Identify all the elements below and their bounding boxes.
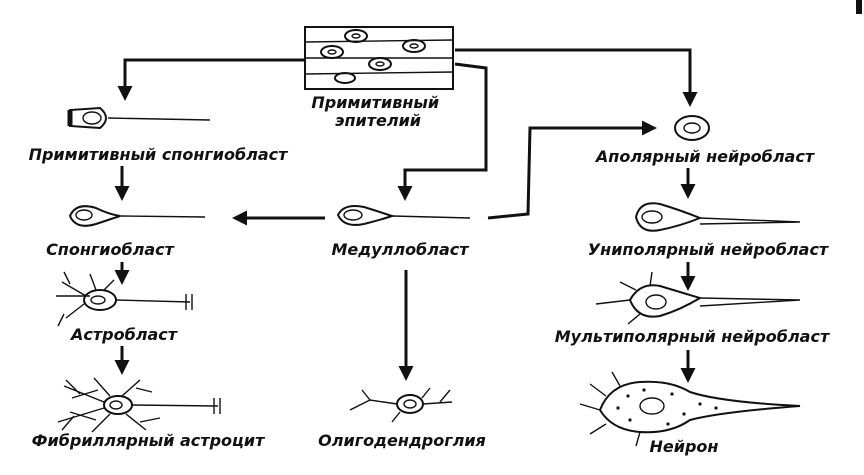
node-label-fibrillar-astrocyte: Фибриллярный астроцит xyxy=(32,431,266,450)
apolar-neuroblast-illustration xyxy=(674,115,710,141)
arrow-epithelium-to-medulloblast xyxy=(397,62,488,201)
node-label-unipolar-neuroblast: Униполярный нейробласт xyxy=(588,240,830,259)
node-label-astroblast: Астробласт xyxy=(69,325,179,344)
node-label-medulloblast: Медуллобласт xyxy=(332,240,471,259)
multipolar-neuroblast-illustration xyxy=(595,271,801,325)
arrow-medulloblast-to-apolar-neuroblast xyxy=(487,120,657,220)
arrows xyxy=(114,48,698,383)
arrow-epithelium-to-apolar-neuroblast xyxy=(455,48,698,107)
node-label-primitive-epithelium-line2: эпителий xyxy=(335,111,421,130)
epithelium-illustration xyxy=(304,26,454,90)
node-label-multipolar-neuroblast: Мультиполярный нейробласт xyxy=(555,327,831,346)
astroblast-illustration xyxy=(56,271,193,327)
node-label-neuron: Нейрон xyxy=(650,437,719,456)
node-label-apolar-neuroblast: Аполярный нейробласт xyxy=(594,147,816,166)
primitive-spongioblast-illustration xyxy=(67,106,211,130)
neuron-illustration xyxy=(579,371,801,447)
oligodendroglia-illustration xyxy=(349,387,453,423)
unipolar-neuroblast-illustration xyxy=(634,202,801,232)
svg-text:Примитивный эпителий: Примитивный эпителий xyxy=(311,93,444,130)
node-label-primitive-spongioblast: Примитивный спонгиобласт xyxy=(29,145,290,164)
labels: Примитивный эпителий Примитивный спонгио… xyxy=(29,93,831,456)
medulloblast-illustration xyxy=(336,205,471,226)
arrow-epithelium-to-primitive-spongioblast xyxy=(117,58,305,101)
node-label-spongioblast: Спонгиобласт xyxy=(46,240,176,259)
spongioblast-illustration xyxy=(68,205,206,227)
corner-mark xyxy=(856,0,862,14)
node-label-primitive-epithelium-line1: Примитивный xyxy=(311,93,439,112)
node-label-oligodendroglia: Олигодендроглия xyxy=(318,431,486,450)
fibrillar-astrocyte-illustration xyxy=(57,377,221,433)
